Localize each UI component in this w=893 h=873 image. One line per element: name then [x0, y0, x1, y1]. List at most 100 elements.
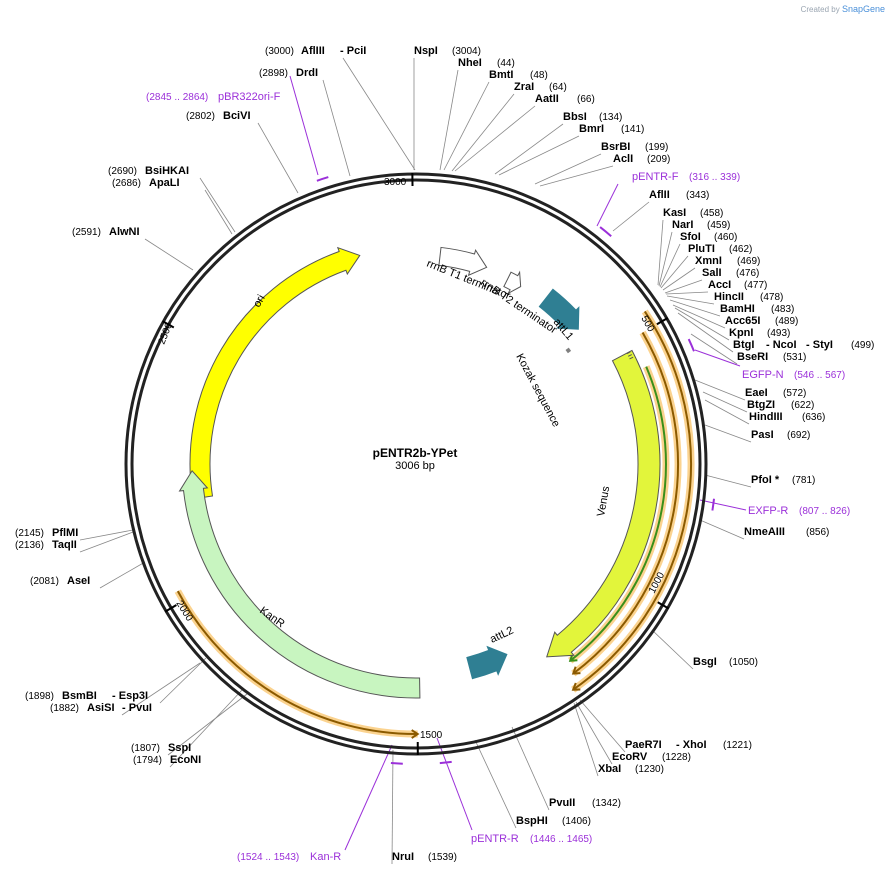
- primer-range-pentr-r: (1446 .. 1465): [530, 834, 592, 845]
- primer-egfp-n[interactable]: EGFP-N: [742, 369, 784, 381]
- enzyme-pvuII[interactable]: PvuII: [549, 797, 575, 809]
- enzyme-aatII[interactable]: AatII: [535, 93, 559, 105]
- enzyme-paeR7I[interactable]: PaeR7I: [625, 739, 662, 751]
- enzyme-ecoNI[interactable]: EcoNI: [170, 754, 201, 766]
- enzyme-zraI[interactable]: ZraI: [514, 81, 534, 93]
- features: [178, 246, 661, 699]
- enzyme-nheI[interactable]: NheI: [458, 57, 482, 69]
- enzyme-pos-drdI: (2898): [259, 68, 288, 79]
- enzyme-ecoRV[interactable]: EcoRV: [612, 751, 648, 763]
- enzyme-pos-alwNI: (2591): [72, 227, 101, 238]
- enzyme-nruI[interactable]: NruI: [392, 851, 414, 863]
- enzyme-bciVI[interactable]: BciVI: [223, 110, 251, 122]
- enzyme-xbaI[interactable]: XbaI: [598, 763, 621, 775]
- enzyme-pos-acc65I: (489): [775, 316, 798, 327]
- enzyme-accI[interactable]: AccI: [708, 279, 731, 291]
- enzyme-pciI[interactable]: - PciI: [340, 45, 366, 57]
- enzyme-pasI[interactable]: PasI: [751, 429, 774, 441]
- enzyme-bamHI[interactable]: BamHI: [720, 303, 755, 315]
- enzyme-hindIII[interactable]: HindIII: [749, 411, 783, 423]
- enzyme-pos-salI: (476): [736, 268, 759, 279]
- enzyme-xmnI[interactable]: XmnI: [695, 255, 722, 267]
- leader-line-28: [704, 474, 752, 488]
- enzyme-bseRI[interactable]: BseRI: [737, 351, 768, 363]
- enzyme-nspI[interactable]: NspI: [414, 45, 438, 57]
- leader-line-22: [677, 312, 734, 353]
- enzyme-bmtI[interactable]: BmtI: [489, 69, 513, 81]
- leader-line-20: [672, 304, 726, 329]
- enzyme-btgI[interactable]: BtgI: [733, 339, 754, 351]
- attl2-arrow: [466, 645, 508, 680]
- primer-pbr322ori-f[interactable]: pBR322ori-F: [218, 91, 281, 103]
- enzyme-bsiHKAI[interactable]: BsiHKAI: [145, 165, 189, 177]
- enzyme-pvuI[interactable]: - PvuI: [122, 702, 152, 714]
- enzyme-pfoI[interactable]: PfoI *: [751, 474, 780, 486]
- enzyme-pos-zraI: (64): [549, 82, 567, 93]
- enzyme-asiSI[interactable]: AsiSI: [87, 702, 115, 714]
- enzyme-ncoI[interactable]: - NcoI: [766, 339, 797, 351]
- leader-line-11: [657, 219, 664, 286]
- enzyme-bsgI[interactable]: BsgI: [693, 656, 717, 668]
- enzyme-acc65I[interactable]: Acc65I: [725, 315, 760, 327]
- enzyme-pos-bamHI: (483): [771, 304, 794, 315]
- primer-mark-5: [390, 762, 403, 765]
- enzyme-eaeI[interactable]: EaeI: [745, 387, 768, 399]
- enzyme-aclI[interactable]: AclI: [613, 153, 633, 165]
- leader-line-21: [674, 307, 730, 341]
- leader-line-29: [699, 519, 745, 540]
- snapgene-branding: Created by SnapGene: [801, 4, 885, 14]
- enzyme-hincII[interactable]: HincII: [714, 291, 744, 303]
- leader-line-35: [474, 739, 517, 829]
- primer-range-egfp-n: (546 .. 567): [794, 370, 845, 381]
- enzyme-aflII[interactable]: AflII: [649, 189, 670, 201]
- ruler-tick-500: [655, 317, 669, 326]
- enzyme-pos-nmeAIII: (856): [806, 527, 829, 538]
- enzyme-sspI[interactable]: SspI: [168, 742, 191, 754]
- primer-pentr-r[interactable]: pENTR-R: [471, 833, 519, 845]
- feature-label-attl2[interactable]: attL2: [488, 625, 515, 646]
- plasmid-name: pENTR2b-YPet: [373, 446, 458, 460]
- enzyme-pos-bsrBI: (199): [645, 142, 668, 153]
- ruler-tick-2500: [161, 320, 175, 329]
- created-by-text: Created by: [800, 5, 840, 14]
- enzyme-bspHI[interactable]: BspHI: [516, 815, 548, 827]
- enzyme-bbsI[interactable]: BbsI: [563, 111, 587, 123]
- enzyme-nmeAIII[interactable]: NmeAIII: [744, 526, 785, 538]
- attl1-arrow: [538, 288, 580, 330]
- enzyme-pluTI[interactable]: PluTI: [688, 243, 715, 255]
- leader-line-5: [454, 105, 536, 172]
- leader-line-0: [342, 57, 416, 171]
- enzyme-bmrI[interactable]: BmrI: [579, 123, 604, 135]
- enzyme-alwNI[interactable]: AlwNI: [109, 226, 140, 238]
- enzyme-styI[interactable]: - StyI: [806, 339, 833, 351]
- enzyme-kasI[interactable]: KasI: [663, 207, 686, 219]
- enzyme-bsmBI[interactable]: BsmBI: [62, 690, 97, 702]
- leader-line-47: [257, 122, 299, 194]
- leader-line-18: [666, 295, 715, 305]
- top-labels: (3000) AflIII - PciI NspI (3004) NheI (4…: [265, 45, 740, 201]
- feature-label-venus[interactable]: Venus: [595, 485, 612, 518]
- enzyme-sfoI[interactable]: SfoI: [680, 231, 701, 243]
- enzyme-salI[interactable]: SalI: [702, 267, 722, 279]
- enzyme-aseI[interactable]: AseI: [67, 575, 90, 587]
- enzyme-btgZI[interactable]: BtgZI: [747, 399, 775, 411]
- feature-arcs: [174, 309, 695, 739]
- primer-pentr-f[interactable]: pENTR-F: [632, 171, 679, 183]
- feature-label-kozak[interactable]: Kozak sequence: [513, 352, 562, 429]
- primer-kan-r[interactable]: Kan-R: [310, 851, 341, 863]
- enzyme-taqII[interactable]: TaqII: [52, 539, 77, 551]
- enzyme-kpnI[interactable]: KpnI: [729, 327, 753, 339]
- enzyme-esp3I[interactable]: - Esp3I: [112, 690, 148, 702]
- enzyme-bsrBI[interactable]: BsrBI: [601, 141, 630, 153]
- primer-exfp-r[interactable]: EXFP-R: [748, 505, 788, 517]
- leader-line-32: [575, 701, 613, 765]
- enzyme-apaLI[interactable]: ApaLI: [149, 177, 180, 189]
- feature-label-ori[interactable]: ori: [251, 293, 268, 310]
- enzyme-pflMI[interactable]: PflMI: [52, 527, 78, 539]
- enzyme-narI[interactable]: NarI: [672, 219, 693, 231]
- enzyme-drdI[interactable]: DrdI: [296, 67, 318, 79]
- enzyme-aflIII[interactable]: AflIII: [301, 45, 325, 57]
- leader-line-9: [539, 165, 614, 187]
- enzyme-xhoI[interactable]: - XhoI: [676, 739, 707, 751]
- bottom-labels: PaeR7I - XhoI (1221) EcoRV (1228) XbaI (…: [237, 739, 752, 863]
